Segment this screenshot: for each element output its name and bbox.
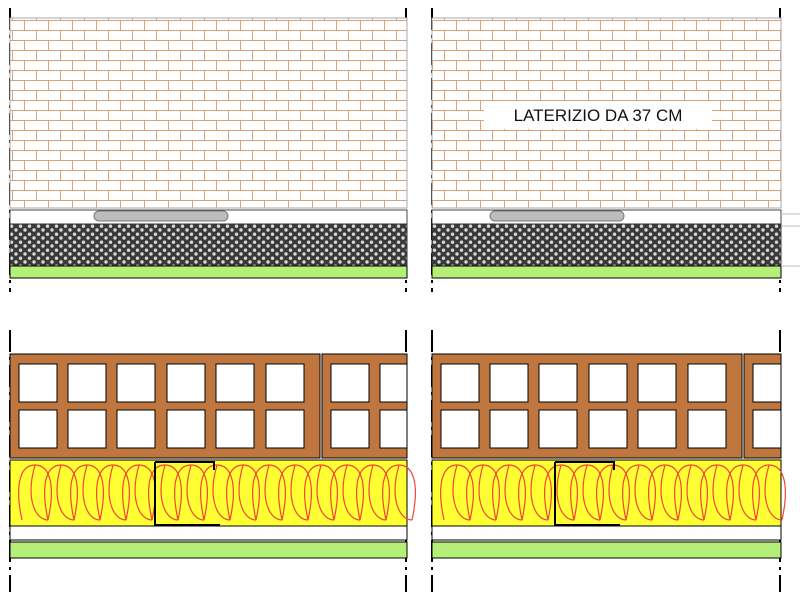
block-cavity <box>67 409 107 449</box>
hollow-clay-block <box>743 353 782 459</box>
top-left-wall-section <box>9 8 408 292</box>
bottom-right-wall-section <box>431 330 786 592</box>
finish-layer <box>9 541 408 559</box>
block-cavity <box>637 363 677 403</box>
block-cavity <box>637 409 677 449</box>
top-right-wall-section: LATERIZIO DA 37 CM <box>431 8 800 292</box>
block-cavity <box>330 363 370 403</box>
block-cavity <box>265 363 305 403</box>
block-cavity <box>379 409 408 449</box>
hollow-clay-block <box>9 353 321 459</box>
mineral-wool-insulation <box>9 459 408 527</box>
brick-masonry <box>9 17 408 209</box>
mortar-lump <box>93 210 229 222</box>
hollow-clay-blocks <box>431 353 782 459</box>
membrane-layer <box>9 265 408 279</box>
gravel-fill <box>431 223 782 267</box>
block-cavity <box>330 409 370 449</box>
block-cavity <box>588 409 628 449</box>
insulation-wave-line <box>18 464 416 521</box>
finish-layer <box>431 541 782 559</box>
block-cavity <box>215 409 255 449</box>
hollow-clay-block <box>431 353 743 459</box>
bottom-left-wall-section <box>9 330 416 592</box>
hollow-clay-blocks <box>9 353 408 459</box>
block-cavity <box>687 363 727 403</box>
block-cavity <box>489 363 529 403</box>
block-cavity <box>588 363 628 403</box>
insulation-wave-pattern <box>440 464 786 521</box>
block-cavity <box>489 409 529 449</box>
block-cavity <box>215 363 255 403</box>
air-gap <box>431 525 782 541</box>
block-cavity <box>18 409 58 449</box>
hollow-clay-block <box>321 353 408 459</box>
block-cavity <box>265 409 305 449</box>
insulation-wave-pattern <box>18 464 416 521</box>
block-cavity <box>116 409 156 449</box>
block-cavity <box>752 363 782 403</box>
membrane-layer <box>431 265 782 279</box>
block-cavity <box>166 409 206 449</box>
annotation-label: LATERIZIO DA 37 CM <box>514 106 683 125</box>
fixing-bracket <box>554 461 620 526</box>
mineral-wool-insulation <box>431 459 782 527</box>
block-cavity <box>440 409 480 449</box>
air-gap <box>9 525 408 541</box>
block-cavity <box>166 363 206 403</box>
block-cavity <box>67 363 107 403</box>
block-cavity <box>752 409 782 449</box>
fixing-bracket <box>154 461 220 526</box>
block-cavity <box>538 363 578 403</box>
block-cavity <box>440 363 480 403</box>
gravel-fill <box>9 223 408 267</box>
mortar-lump <box>489 210 625 222</box>
block-cavity <box>116 363 156 403</box>
block-cavity <box>687 409 727 449</box>
insulation-wave-line <box>440 464 786 521</box>
block-cavity <box>538 409 578 449</box>
block-cavity <box>18 363 58 403</box>
annotation-backdrop <box>484 101 712 129</box>
block-cavity <box>379 363 408 403</box>
